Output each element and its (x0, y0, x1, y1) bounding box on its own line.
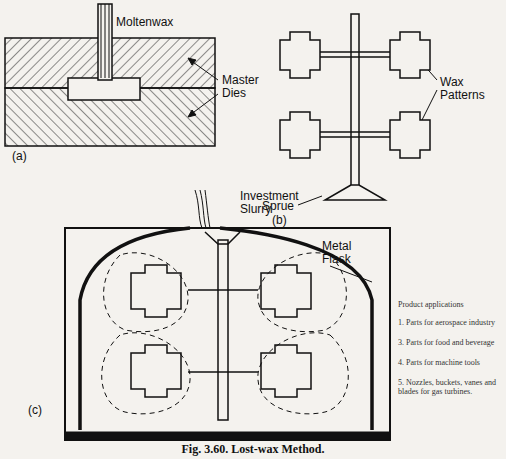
page-text: 1. Parts for aerospace industry (398, 318, 502, 327)
figure-letter: (c) (28, 404, 58, 417)
wax-pattern-tree (280, 14, 430, 200)
figure-caption: Fig. 3.60. Lost-wax Method. (0, 443, 506, 456)
page-text: 5. Nozzles, buckets, vanes and blades fo… (398, 378, 502, 396)
part-label: Investment Slurry (240, 190, 320, 216)
part-label: Wax Patterns (440, 76, 500, 102)
page-text: 3. Parts for food and beverage (398, 338, 502, 347)
figure-letter: (b) (272, 214, 302, 227)
part-label: Metal Flask (322, 240, 368, 266)
part-label: Master Dies (222, 74, 272, 100)
page-text: Product applications (398, 300, 502, 309)
part-label: Moltenwax (116, 16, 196, 29)
page-text: 4. Parts for machine tools (398, 358, 502, 367)
metal-flask (65, 190, 390, 440)
master-dies (5, 4, 215, 146)
figure-letter: (a) (12, 150, 42, 163)
